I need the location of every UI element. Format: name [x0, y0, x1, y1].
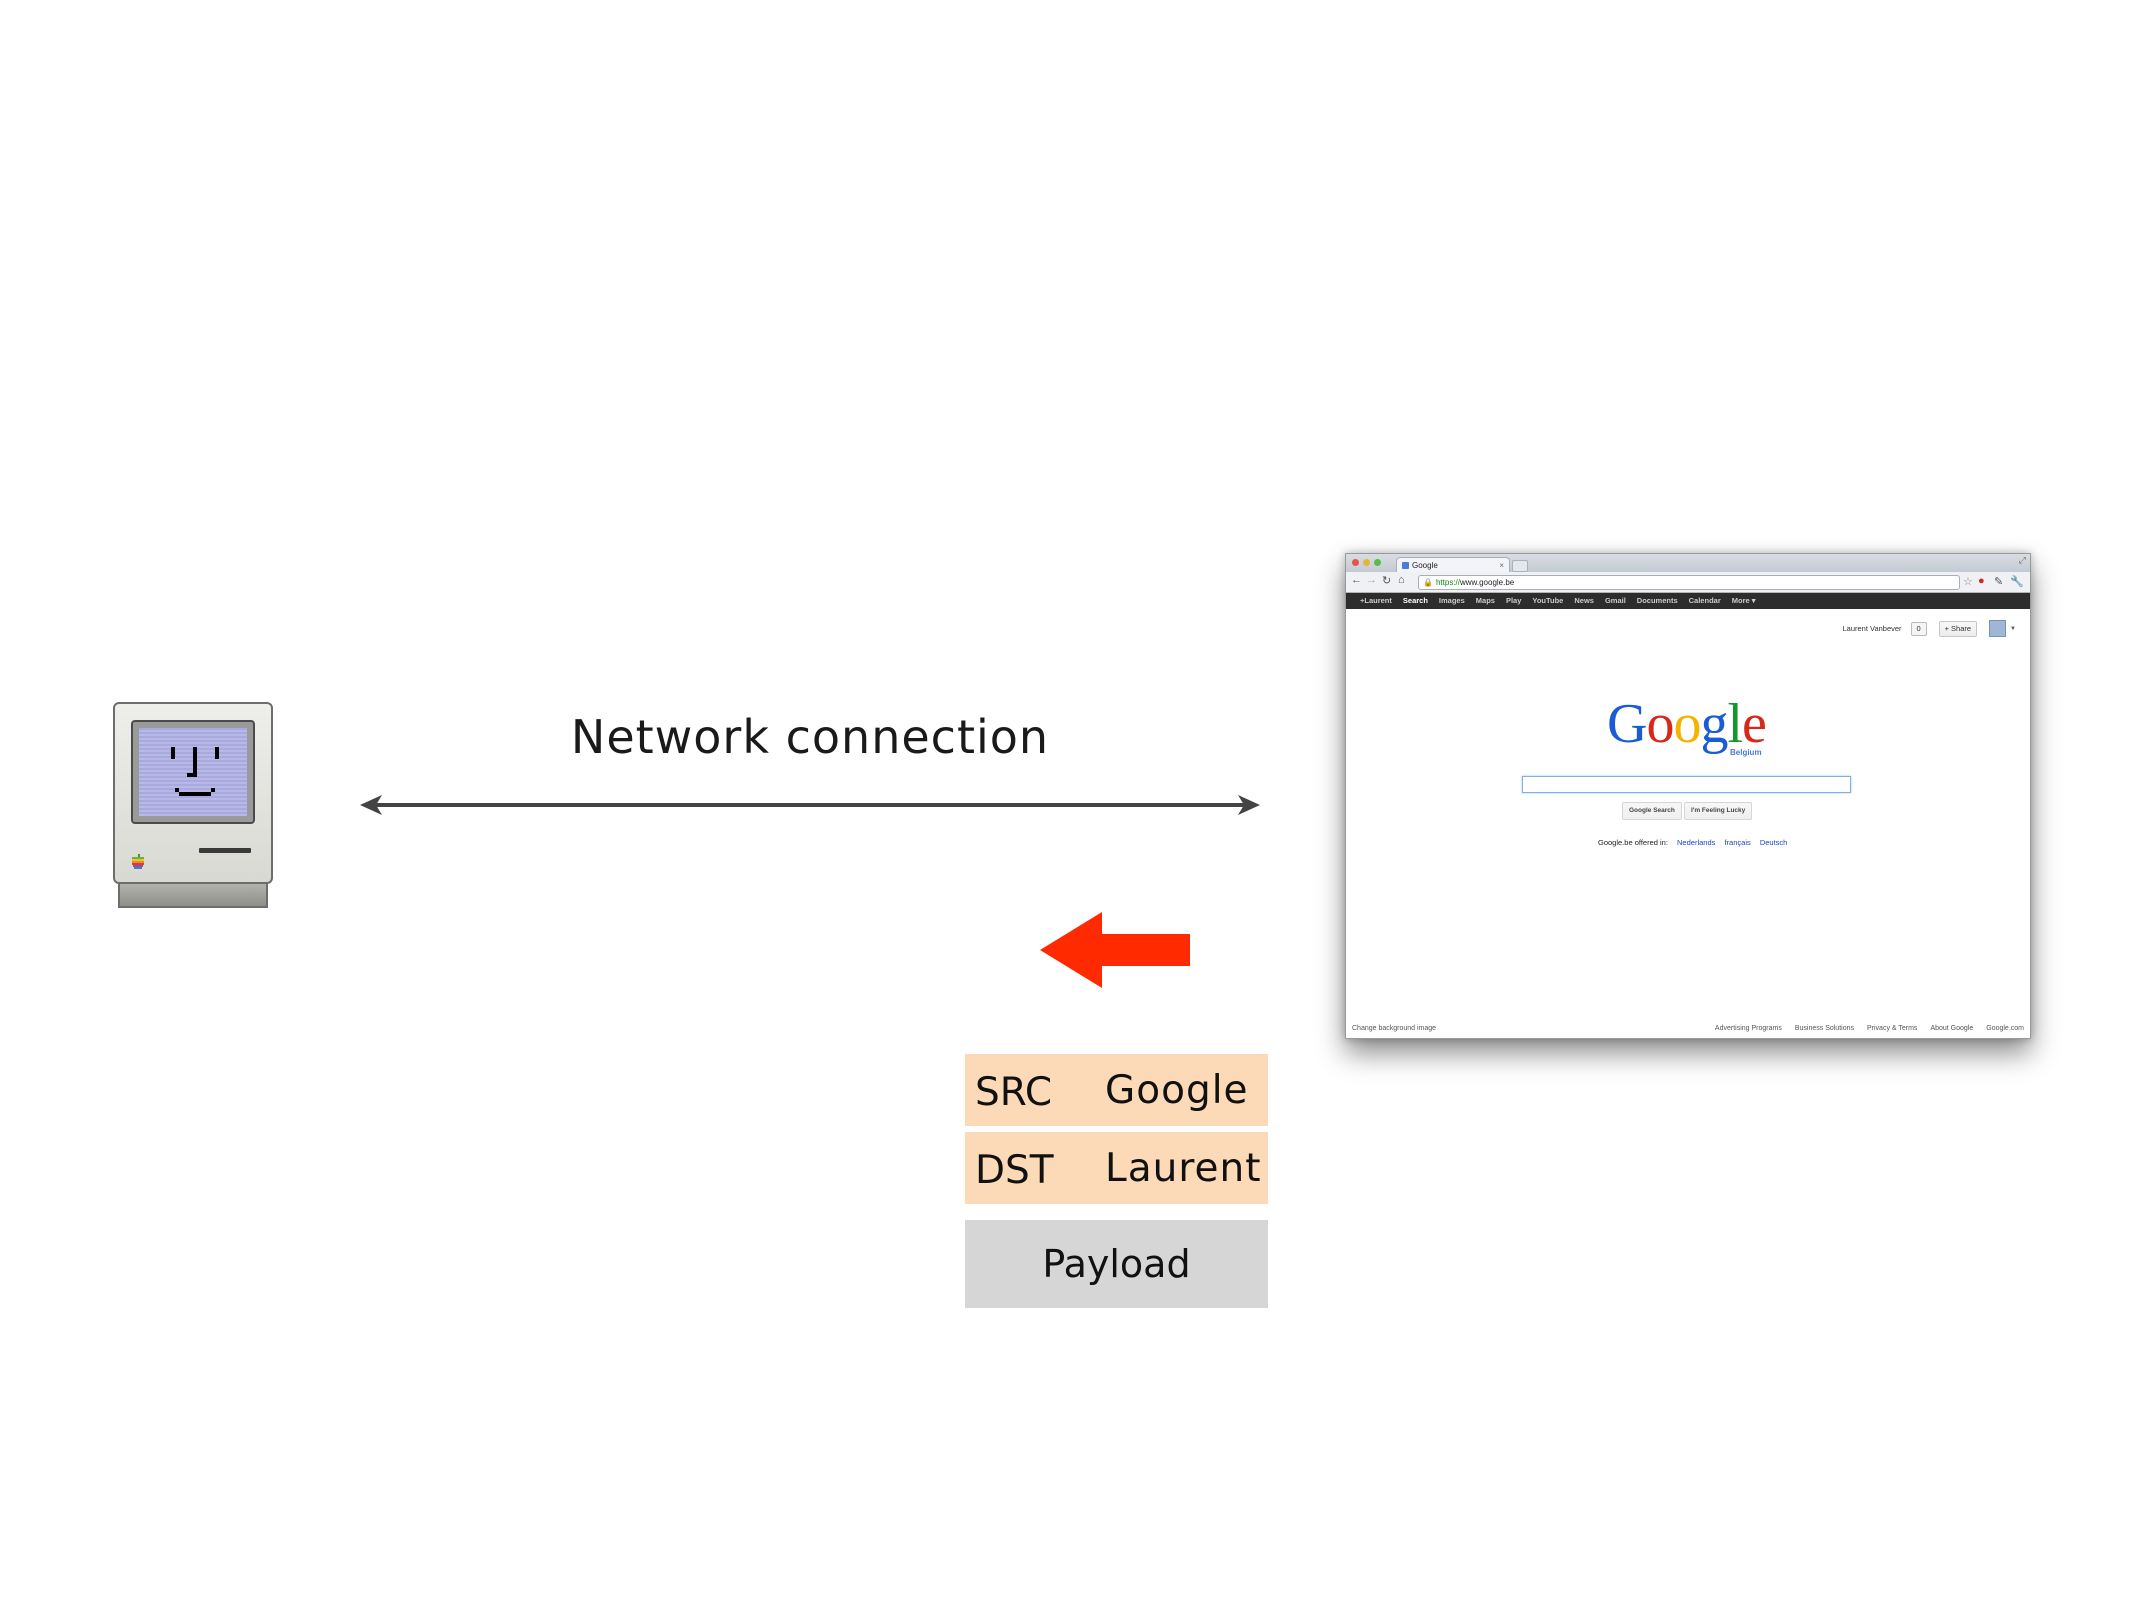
mac-screen-frame	[131, 720, 255, 824]
language-link[interactable]: français	[1724, 838, 1751, 847]
footer-link[interactable]: Google.com	[1986, 1025, 2024, 1032]
browser-window: Google × ⤢ ← → ↻ ⌂ 🔒https://www.google.b…	[1345, 553, 2031, 1039]
connection-label: Network connection	[570, 710, 1050, 764]
logo-letter: o	[1673, 693, 1701, 755]
src-value: Google	[1105, 1068, 1249, 1113]
footer-link[interactable]: Privacy & Terms	[1867, 1025, 1918, 1032]
url-host: www.google.be	[1459, 578, 1515, 587]
logo-letter: e	[1742, 693, 1767, 755]
dst-value: Laurent	[1105, 1146, 1262, 1191]
google-bar-item[interactable]: News	[1574, 596, 1594, 605]
url-scheme: https://	[1435, 578, 1460, 587]
share-button[interactable]: + Share	[1938, 620, 1978, 637]
lock-icon: 🔒	[1423, 578, 1433, 587]
bidirectional-arrow	[360, 795, 1260, 815]
feeling-lucky-button[interactable]: I'm Feeling Lucky	[1684, 802, 1753, 820]
language-link[interactable]: Deutsch	[1759, 838, 1788, 847]
stop-extension-icon[interactable]: ●	[1978, 575, 1985, 587]
footer-link[interactable]: Business Solutions	[1794, 1025, 1854, 1032]
page-menu-icon[interactable]: ✎	[1994, 576, 2004, 588]
google-bar-item[interactable]: More ▾	[1731, 596, 1756, 605]
logo-letter: o	[1646, 693, 1674, 755]
search-input[interactable]	[1522, 776, 1851, 793]
user-name[interactable]: Laurent Vanbever	[1842, 624, 1902, 633]
new-tab-button[interactable]	[1512, 560, 1528, 572]
minimize-window-icon[interactable]	[1363, 559, 1370, 566]
footer-links: Advertising Programs Business Solutions …	[1702, 1025, 2024, 1032]
google-bar-item[interactable]: +Laurent	[1360, 596, 1392, 605]
home-icon[interactable]: ⌂	[1398, 574, 1405, 586]
language-offer: Google.be offered in: Nederlands françai…	[1598, 838, 1787, 847]
logo-country: Belgium	[1730, 748, 1762, 757]
packet-src-field: SRC Google	[965, 1054, 1268, 1126]
google-bar-item[interactable]: Calendar	[1688, 596, 1721, 605]
packet-payload: Payload	[965, 1220, 1268, 1308]
chevron-down-icon[interactable]: ▼	[2010, 625, 2016, 632]
floppy-slot	[199, 848, 251, 853]
bookmark-star-icon[interactable]: ☆	[1963, 576, 1973, 588]
google-bar-item[interactable]: Documents	[1636, 596, 1678, 605]
dst-key: DST	[975, 1148, 1054, 1193]
happy-mac-face-icon	[171, 747, 219, 796]
mac-case	[113, 702, 273, 884]
google-bar-item[interactable]: Maps	[1475, 596, 1495, 605]
wrench-menu-icon[interactable]: 🔧	[2010, 576, 2024, 588]
src-key: SRC	[975, 1070, 1053, 1115]
google-favicon-icon	[1402, 562, 1409, 569]
logo-letter: G	[1607, 693, 1647, 755]
mac-base	[118, 884, 268, 908]
browser-toolbar: ← → ↻ ⌂ 🔒https://www.google.be ☆ ● ✎ 🔧	[1346, 572, 2030, 593]
google-bar-item[interactable]: Images	[1438, 596, 1465, 605]
google-bar: +Laurent Search Images Maps Play YouTube…	[1346, 593, 2030, 609]
direction-arrow-left-icon	[1040, 912, 1190, 988]
zoom-window-icon[interactable]	[1374, 559, 1381, 566]
apple-logo-icon	[132, 854, 144, 869]
change-background-link[interactable]: Change background image	[1352, 1025, 1437, 1032]
browser-tab-bar: Google × ⤢	[1346, 554, 2030, 573]
google-logo: Google	[1607, 692, 1767, 756]
back-icon[interactable]: ←	[1351, 574, 1362, 586]
logo-letter: g	[1700, 693, 1728, 755]
mac-computer-icon	[113, 702, 273, 910]
google-search-button[interactable]: Google Search	[1622, 802, 1682, 820]
address-bar[interactable]: 🔒https://www.google.be	[1418, 575, 1960, 590]
close-window-icon[interactable]	[1352, 559, 1359, 566]
google-bar-links: +Laurent Search Images Maps Play YouTube…	[1360, 593, 1767, 609]
mac-screen	[139, 728, 247, 816]
google-bar-item[interactable]: Gmail	[1604, 596, 1626, 605]
reload-icon[interactable]: ↻	[1382, 575, 1392, 587]
footer-link[interactable]: Advertising Programs	[1714, 1025, 1782, 1032]
forward-icon[interactable]: →	[1366, 574, 1377, 586]
footer-link[interactable]: About Google	[1930, 1025, 1974, 1032]
offered-in-label: Google.be offered in:	[1598, 838, 1668, 847]
tab-title: Google	[1412, 561, 1438, 570]
google-bar-item[interactable]: YouTube	[1532, 596, 1564, 605]
browser-tab[interactable]: Google ×	[1396, 557, 1510, 573]
packet-dst-field: DST Laurent	[965, 1132, 1268, 1204]
language-link[interactable]: Nederlands	[1677, 838, 1716, 847]
google-bar-item[interactable]: Search	[1402, 596, 1428, 605]
google-bar-item[interactable]: Play	[1505, 596, 1522, 605]
logo-letter: l	[1727, 693, 1743, 755]
avatar[interactable]	[1989, 620, 2007, 637]
google-user-area: Laurent Vanbever 0 + Share ▼	[1842, 620, 2016, 637]
notification-count[interactable]: 0	[1910, 621, 1927, 636]
fullscreen-icon[interactable]: ⤢	[2018, 555, 2026, 565]
tab-close-icon[interactable]: ×	[1499, 561, 1504, 570]
